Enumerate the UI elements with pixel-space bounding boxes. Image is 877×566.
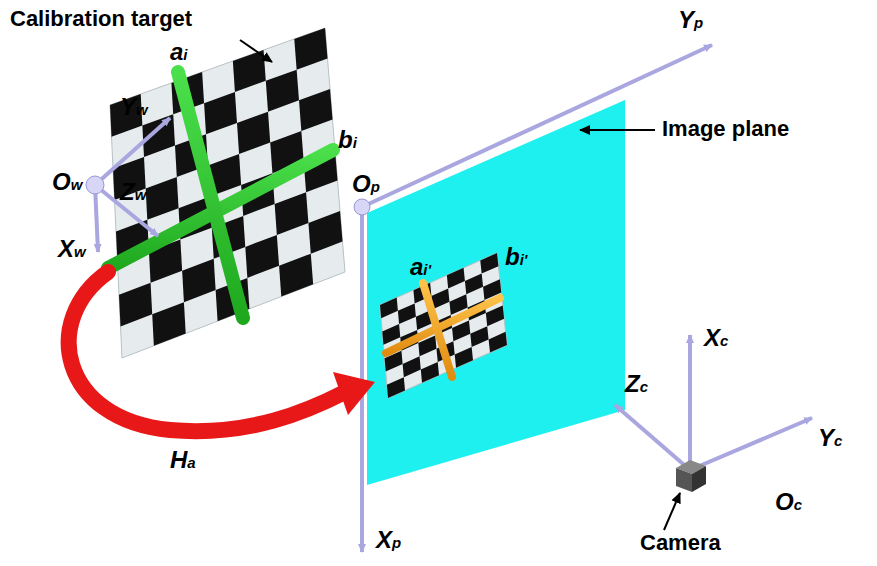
axis-label: Ha (170, 448, 196, 472)
camera-icon (676, 460, 706, 492)
callout-label: Image plane (662, 118, 789, 140)
origin (354, 199, 370, 215)
axis-label: Xw (58, 237, 86, 261)
camera-axes (615, 335, 812, 470)
axis-label: bi (338, 128, 357, 152)
axis-label: ai (170, 40, 188, 64)
callout-label: Calibration target (10, 8, 192, 30)
leader-arrow (580, 129, 655, 131)
axis-label: Yp (678, 8, 703, 32)
axis-label: Xc (704, 326, 728, 350)
image-axes (362, 45, 712, 552)
image-plane (367, 100, 625, 485)
axis-label: Zc (625, 372, 648, 396)
homography-arrowhead (333, 372, 375, 415)
axis-label: Ow (52, 170, 82, 194)
axis-label: Zw (120, 180, 146, 204)
homography-arrow (69, 272, 345, 431)
world-axes (95, 118, 170, 252)
calibration-board (110, 28, 345, 358)
cross-bar (423, 283, 452, 377)
image-board (380, 253, 507, 398)
origin (86, 176, 104, 194)
leader-arrow (664, 493, 680, 530)
axis-label: Xp (376, 528, 401, 552)
leader-arrow (240, 40, 272, 62)
axis-label: Op (352, 172, 380, 196)
cross-bar (178, 72, 243, 318)
axis-label: Yw (120, 95, 148, 119)
axis-label: Oc (775, 490, 802, 514)
callout-label: Camera (640, 532, 721, 554)
axis-label: bi' (505, 245, 527, 269)
axis-label: ai' (410, 255, 431, 279)
axis-label: Yc (818, 426, 842, 450)
